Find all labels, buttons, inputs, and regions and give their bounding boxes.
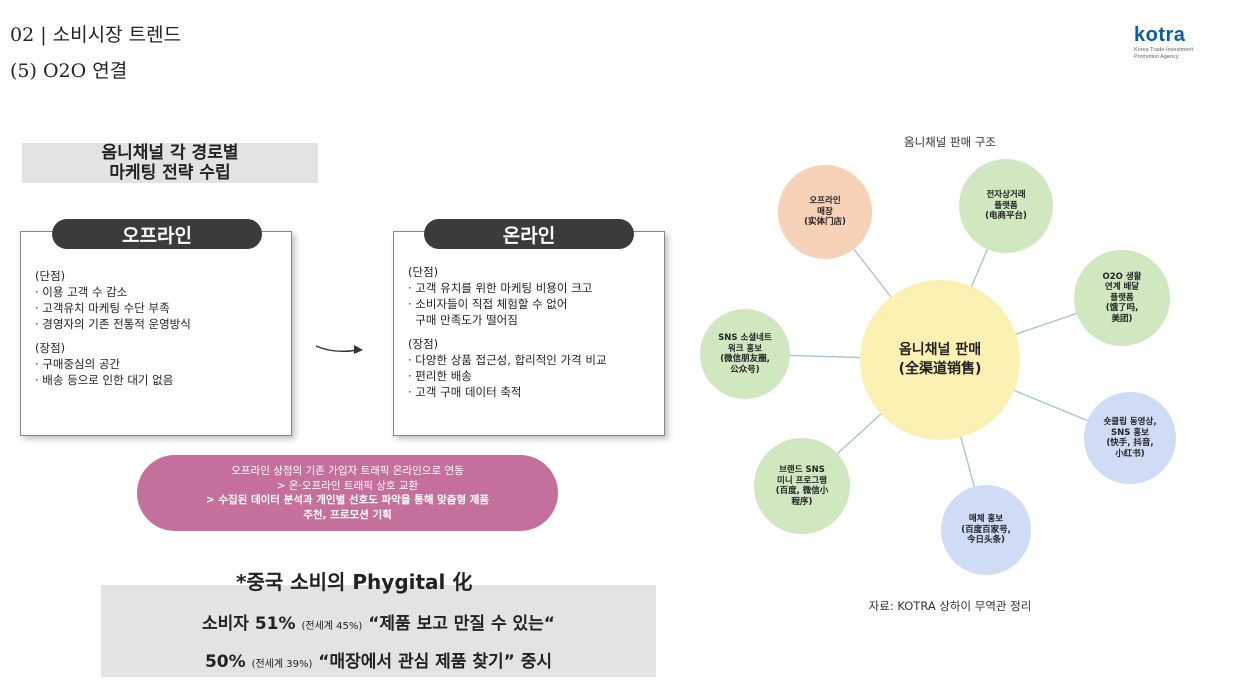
node-o2o-delivery-label: O2O 생활 연계 배달 플랫폼 (饿了吗, 美团) [1102,271,1142,324]
offline-pros-item: · 구매중심의 공간 [35,357,121,371]
summary-line: 오프라인 상점의 기존 가입자 트래픽 온라인으로 연동 [231,465,464,477]
summary-line: > 수집된 데이터 분석과 개인별 선호도 파악을 통해 맞춤형 제품 [205,494,490,506]
online-cons-item: · 소비자들이 직접 체험할 수 없어 [408,297,568,311]
online-cons-item: · 고객 유치를 위한 마케팅 비용이 크고 [408,281,593,295]
offline-cons-item: · 고객유치 마케팅 수단 부족 [35,301,170,315]
node-brand-mini-program-circle [754,438,850,534]
logo-subtitle-1: Korea Trade-Investment [1134,47,1194,53]
node-short-video-sns-circle [1084,392,1176,484]
kotra-logo: kotra Korea Trade-Investment Promotion A… [1134,24,1238,61]
diagram-source: 자료: KOTRA 상하이 무역관 정리 [868,599,1032,613]
phygital-stat-1: 소비자 51% (전세계 45%) “제품 보고 만질 수 있는“ [101,609,656,634]
summary-line: > 온·오프라인 트래픽 상호 교환 [276,479,419,492]
offline-cons-title: (단점) [35,269,66,283]
node-short-video-sns-label: 숏클립 동영상, SNS 홍보 (快手, 抖音, 小红书) [1103,417,1157,459]
node-offline-store-label: 오프라인 매장 (实体门店) [804,196,846,228]
phygital-quote: “제품 보고 만질 수 있는“ [362,614,555,634]
center-node-subtitle: (全渠道销售) [898,361,982,377]
online-pros-item: · 고객 구매 데이터 축적 [408,385,522,399]
online-cons-item: 구매 만족도가 떨어짐 [408,313,518,327]
diagram-title: 옴니채널 판매 구조 [904,135,996,149]
section-subtitle: (5) O2O 연결 [10,60,128,82]
online-pros-item: · 다양한 상품 접근성, 합리적인 가격 비교 [408,353,607,367]
node-ecommerce-platform-label: 전자상거래 플랫폼 (电商平台) [985,190,1027,222]
phygital-stat-2: 50% (전세계 39%) “매장에서 관심 제품 찾기” 중시 [101,647,656,672]
offline-panel: (단점) · 이용 고객 수 감소 · 고객유치 마케팅 수단 부족 · 경영자… [20,231,292,436]
node-sns-social-label: SNS 소셜네트 워크 홍보 (微信朋友圈, 公众号) [718,333,772,375]
node-o2o-delivery-circle [1074,250,1170,346]
offline-label: 오프라인 [52,219,262,249]
arrow-right-icon [315,345,363,354]
node-offline-store-circle [778,165,872,259]
phygital-stat-value: 소비자 51% [202,614,302,634]
summary-banner: 오프라인 상점의 기존 가입자 트래픽 온라인으로 연동 > 온·오프라인 트래… [137,455,558,531]
node-media-promotion-label: 매체 홍보 (百度百家号, 今日头条) [961,514,1011,546]
offline-panel-body: (단점) · 이용 고객 수 감소 · 고객유치 마케팅 수단 부족 · 경영자… [35,268,191,392]
logo-subtitle-2: Promotion Agency [1134,54,1179,60]
online-cons: (단점) · 고객 유치를 위한 마케팅 비용이 크고 · 소비자들이 직접 체… [408,264,607,328]
node-sns-social-circle [700,309,790,399]
center-node-label: 옴니채널 판매 (全渠道销售) [860,341,1020,379]
online-pros-item: · 편리한 배송 [408,369,472,383]
summary-line: 추천, 프로모션 기획 [303,508,392,521]
offline-pros-item: · 배송 등으로 인한 대기 없음 [35,373,174,387]
logo-wordmark: kotra [1134,24,1186,46]
node-brand-mini-program-label: 브랜드 SNS 미니 프로그램 (百度, 微信小 程序) [775,465,829,507]
node-media-promotion-circle [941,485,1031,575]
offline-cons: (단점) · 이용 고객 수 감소 · 고객유치 마케팅 수단 부족 · 경영자… [35,268,191,332]
offline-cons-item: · 경영자의 기존 전통적 운영방식 [35,317,191,331]
node-ecommerce-platform-circle [959,159,1053,253]
online-cons-title: (단점) [408,265,439,279]
center-node-title: 옴니채널 판매 [898,342,982,358]
phygital-global-value: (전세계 39%) [251,659,313,670]
online-label: 온라인 [424,219,634,249]
online-pros-title: (장점) [408,337,439,351]
online-panel-body: (단점) · 고객 유치를 위한 마케팅 비용이 크고 · 소비자들이 직접 체… [408,264,607,404]
phygital-stat-value: 50% [204,652,252,672]
omnichannel-diagram: 옴니채널 판매 구조 오프라인 매장 (实体门店) 전자상거래 플랫폼 (电商平台… [690,120,1230,680]
center-node-circle [860,280,1020,440]
section-title: 02 | 소비시장 트렌드 [10,24,182,46]
phygital-quote: “매장에서 관심 제품 찾기” 중시 [312,652,553,672]
phygital-global-value: (전세계 45%) [301,621,363,632]
strategy-title: 옴니채널 각 경로별 마케팅 전략 수립 [22,143,318,183]
offline-cons-item: · 이용 고객 수 감소 [35,285,128,299]
offline-pros-title: (장점) [35,341,66,355]
online-panel: (단점) · 고객 유치를 위한 마케팅 비용이 크고 · 소비자들이 직접 체… [393,231,665,436]
diagram-graphic [700,159,1176,575]
phygital-title: *중국 소비의 Phygital 化 [236,570,473,594]
phygital-box: 소비자 51% (전세계 45%) “제품 보고 만질 수 있는“ 50% (전… [101,585,656,677]
offline-pros: (장점) · 구매중심의 공간 · 배송 등으로 인한 대기 없음 [35,340,191,388]
online-pros: (장점) · 다양한 상품 접근성, 합리적인 가격 비교 · 편리한 배송 ·… [408,336,607,400]
